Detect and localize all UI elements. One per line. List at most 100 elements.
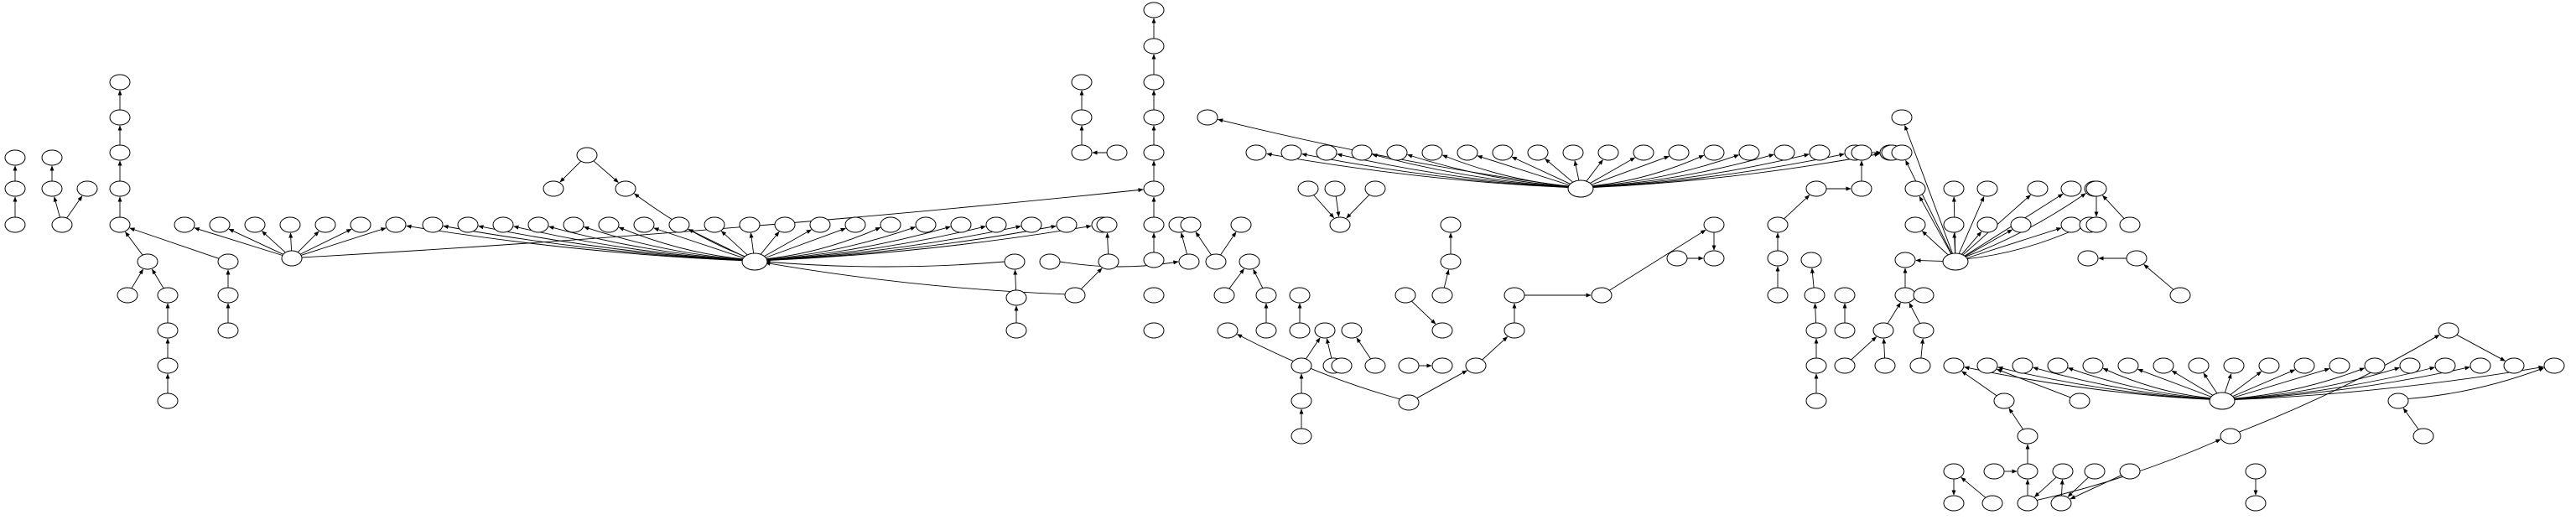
graph-node [915, 216, 937, 233]
graph-node [2188, 357, 2210, 374]
graph-node [1738, 144, 1760, 161]
graph-node [1943, 180, 1965, 197]
graph-node [1851, 144, 1872, 161]
graph-edge [513, 225, 745, 261]
graph-node [422, 216, 444, 233]
graph-node [633, 216, 655, 233]
graph-edge [1997, 368, 2071, 398]
graph-edge [1335, 195, 1341, 217]
graph-node [1021, 216, 1042, 233]
graph-node [279, 216, 301, 233]
graph-node [1805, 322, 1827, 339]
graph-edge [764, 224, 1092, 262]
graph-node [1909, 357, 1931, 374]
graph-edge [1326, 338, 1332, 359]
graph-edge [559, 160, 582, 183]
graph-edge [300, 227, 387, 256]
graph-node [1239, 253, 1260, 270]
graph-edge [53, 196, 60, 218]
graph-edge [1346, 194, 1370, 219]
graph-node [1457, 144, 1478, 161]
graph-node [1364, 180, 1386, 197]
graph-node [2119, 463, 2141, 480]
graph-edge [1964, 227, 2062, 259]
graph-node [2126, 250, 2148, 267]
graph-node [2329, 357, 2350, 374]
graph-edge [1961, 231, 1982, 256]
graph-node [2077, 250, 2099, 267]
graph-node [1071, 109, 1093, 126]
graph-edge [764, 225, 986, 261]
hub-node [2209, 392, 2236, 410]
graph-node [1767, 216, 1789, 233]
graph-node [1904, 216, 1926, 233]
graph-edge [1590, 154, 1740, 187]
graph-node [2017, 463, 2038, 480]
graph-node [2543, 357, 2565, 374]
graph-node [1834, 357, 1856, 374]
graph-node [1976, 357, 1998, 374]
graph-node [1316, 144, 1337, 161]
graph-edge [131, 268, 143, 289]
graph-node [492, 216, 514, 233]
graph-node [1834, 322, 1856, 339]
graph-edge [1904, 125, 1954, 255]
graph-node [41, 180, 63, 197]
graph-node [1143, 38, 1165, 55]
graph-node [1703, 250, 1725, 267]
graph-node [2117, 357, 2139, 374]
graph-edge [759, 231, 780, 256]
graph-edge [1195, 231, 1212, 256]
graph-node [2223, 357, 2245, 374]
graph-node [1143, 2, 1165, 18]
graph-edge [228, 228, 283, 255]
graph-node [1364, 357, 1386, 374]
graph-node [1981, 495, 2003, 512]
graph-node [2503, 357, 2525, 374]
graph-node [1314, 322, 1336, 339]
graph-node [1143, 144, 1165, 161]
graph-edge [1851, 336, 1877, 361]
graph-node [1421, 144, 1443, 161]
graph-node [2293, 357, 2315, 374]
graph-node [1805, 357, 1827, 374]
graph-edge [765, 261, 1066, 295]
graph-node [2119, 216, 2141, 233]
graph-node [2258, 357, 2280, 374]
graph-edge [1416, 370, 1467, 399]
graph-node [2050, 495, 2072, 512]
graph-node [1851, 180, 1872, 197]
graph-edge [288, 232, 293, 252]
graph-node [2085, 216, 2107, 233]
graph-node [2438, 322, 2459, 339]
graph-edge [1905, 159, 1953, 255]
graph-node [1874, 357, 1896, 374]
graph-node [950, 216, 972, 233]
graph-node [527, 216, 549, 233]
graph-node [1431, 322, 1453, 339]
graph-node [1767, 250, 1789, 267]
graph-edge [1477, 155, 1572, 186]
graph-node [1039, 253, 1061, 270]
graph-node [1597, 144, 1619, 161]
graph-node [2153, 357, 2174, 374]
graph-node [109, 180, 131, 197]
graph-edge [1784, 195, 1810, 220]
graph-edge [653, 227, 746, 259]
graph-edge [1915, 258, 1946, 263]
graph-node [157, 357, 179, 374]
graph-node [774, 216, 796, 233]
graph-edge [1545, 158, 1575, 184]
graph-node [1913, 322, 1935, 339]
graph-node [174, 216, 195, 233]
graph-edge [764, 226, 951, 261]
graph-edge [2231, 367, 2401, 400]
graph-edge [297, 231, 319, 253]
graph-edge [1961, 476, 1987, 498]
graph-node [1504, 287, 1525, 304]
graph-edge [2171, 370, 2215, 397]
graph-node [844, 216, 866, 233]
graph-node [1056, 216, 1078, 233]
graph-node [1064, 287, 1086, 304]
graph-node [1913, 287, 1935, 304]
